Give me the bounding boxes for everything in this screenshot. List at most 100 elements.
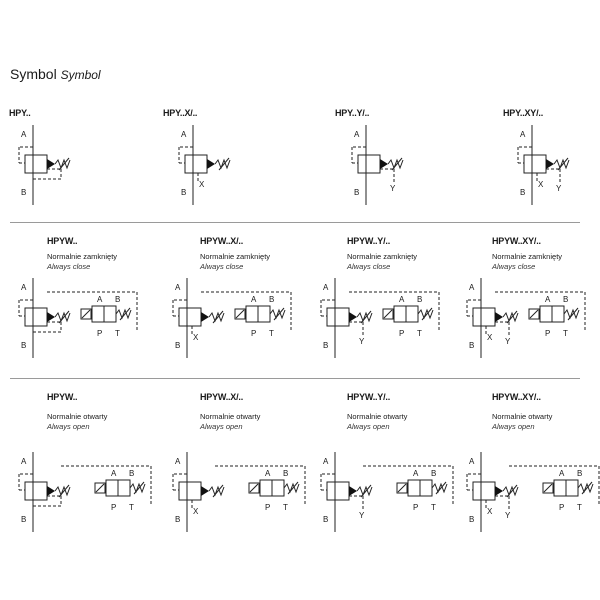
r1-4-label-b: B bbox=[520, 188, 525, 197]
r2-1-body-box bbox=[24, 307, 48, 327]
r3-sol-1-label-p: P bbox=[111, 503, 116, 512]
r3-2-label-x: X bbox=[193, 507, 199, 516]
r3-sol-3-label-b: B bbox=[431, 469, 436, 478]
r3-3-body-box bbox=[326, 481, 350, 501]
r3-1-poppet-icon bbox=[47, 486, 55, 496]
r2-sol-3-label-b: B bbox=[417, 295, 422, 304]
code-r2-3: HPYW..Y/.. bbox=[347, 236, 391, 246]
r3-1-label-b: B bbox=[21, 515, 26, 524]
adjust-arrow-icon bbox=[212, 484, 224, 498]
r2-sol-4-return-spring-icon bbox=[563, 308, 580, 320]
r1-3-body-box bbox=[357, 154, 381, 174]
r1-2-body-box bbox=[184, 154, 208, 174]
r3-sol-4-label-a: A bbox=[559, 469, 565, 478]
adjust-arrow-icon bbox=[421, 307, 433, 321]
r1-2-label-a: A bbox=[181, 130, 187, 139]
title-italic: Symbol bbox=[60, 68, 101, 82]
r2-sol-3-solenoid-slash bbox=[383, 309, 393, 319]
r2-sol-2-label-p: P bbox=[251, 329, 256, 338]
r2-4-spring-icon bbox=[502, 311, 519, 323]
r2-2-body-box bbox=[178, 307, 202, 327]
r2-3-body-box bbox=[326, 307, 350, 327]
code-r1-4: HPY..XY/.. bbox=[503, 108, 544, 118]
r1-4-body-box bbox=[523, 154, 547, 174]
adjust-arrow-icon bbox=[212, 310, 224, 324]
r3-4-label-a: A bbox=[469, 457, 475, 466]
r3-2-poppet-icon bbox=[201, 486, 209, 496]
adjust-arrow-icon bbox=[133, 481, 145, 495]
adjust-arrow-icon bbox=[391, 157, 403, 171]
r2-1-label-b: B bbox=[21, 341, 26, 350]
r2-sol-2-label-t: T bbox=[269, 329, 274, 338]
section-title: Symbol Symbol bbox=[10, 66, 101, 82]
r3-sol-2-label-t: T bbox=[283, 503, 288, 512]
adjust-arrow-icon bbox=[287, 481, 299, 495]
r3-sol-4-label-p: P bbox=[559, 503, 564, 512]
r3-sol-1-label-b: B bbox=[129, 469, 134, 478]
r2-2-label-b: B bbox=[175, 341, 180, 350]
r3-2-body-box bbox=[178, 481, 202, 501]
r3-3-label-b: B bbox=[323, 515, 328, 524]
r2-4-label-x: X bbox=[487, 333, 493, 342]
adjust-arrow-icon bbox=[557, 157, 569, 171]
code-r1-3: HPY..Y/.. bbox=[335, 108, 370, 118]
r3-sol-3-solenoid-slash bbox=[397, 483, 407, 493]
r2-sol-4-label-t: T bbox=[563, 329, 568, 338]
r1-4-label-x: X bbox=[538, 180, 544, 189]
adjust-arrow-icon bbox=[360, 484, 372, 498]
title-main: Symbol bbox=[10, 66, 57, 82]
r1-1-label-b: B bbox=[21, 188, 26, 197]
adjust-arrow-icon bbox=[581, 481, 593, 495]
r1-3-spring-icon bbox=[387, 158, 404, 170]
r1-4-label-a: A bbox=[520, 130, 526, 139]
adjust-arrow-icon bbox=[58, 310, 70, 324]
r2-sol-1-solenoid-slash bbox=[81, 309, 91, 319]
r2-sol-4-label-a: A bbox=[545, 295, 551, 304]
r3-sol-1-label-t: T bbox=[129, 503, 134, 512]
r3-4-spring-icon bbox=[502, 485, 519, 497]
adjust-arrow-icon bbox=[506, 310, 518, 324]
r2-sol-2-solenoid-slash bbox=[235, 309, 245, 319]
code-r3-3: HPYW..Y/.. bbox=[347, 392, 391, 402]
r2-sol-3-label-a: A bbox=[399, 295, 405, 304]
r3-sol-2-return-spring-icon bbox=[283, 482, 300, 494]
r3-sol-2-label-a: A bbox=[265, 469, 271, 478]
r3-sol-3-label-t: T bbox=[431, 503, 436, 512]
r3-sol-3-label-a: A bbox=[413, 469, 419, 478]
r2-4-label-y: Y bbox=[505, 337, 511, 346]
code-r3-2: HPYW..X/.. bbox=[200, 392, 244, 402]
r2-sol-2-label-a: A bbox=[251, 295, 257, 304]
separator-1 bbox=[10, 222, 580, 223]
r2-sol-1-label-p: P bbox=[97, 329, 102, 338]
r3-sol-2-solenoid-slash bbox=[249, 483, 259, 493]
adjust-arrow-icon bbox=[58, 484, 70, 498]
adjust-arrow-icon bbox=[567, 307, 579, 321]
r1-2-label-b: B bbox=[181, 188, 186, 197]
r2-1-poppet-icon bbox=[47, 312, 55, 322]
r1-4-spring-icon bbox=[553, 158, 570, 170]
r2-sol-2-label-b: B bbox=[269, 295, 274, 304]
r3-sol-4-label-t: T bbox=[577, 503, 582, 512]
adjust-arrow-icon bbox=[218, 157, 230, 171]
adjust-arrow-icon bbox=[435, 481, 447, 495]
r1-3-label-a: A bbox=[354, 130, 360, 139]
r2-sol-2-return-spring-icon bbox=[269, 308, 286, 320]
r2-sol-1-return-spring-icon bbox=[115, 308, 132, 320]
r3-4-poppet-icon bbox=[495, 486, 503, 496]
r3-2-label-b: B bbox=[175, 515, 180, 524]
code-r2-1: HPYW.. bbox=[47, 236, 78, 246]
r3-4-label-b: B bbox=[469, 515, 474, 524]
r3-4-body-box bbox=[472, 481, 496, 501]
r2-3-spring-icon bbox=[356, 311, 373, 323]
r3-4-label-x: X bbox=[487, 507, 493, 516]
r2-sol-1-label-b: B bbox=[115, 295, 120, 304]
adjust-arrow-icon bbox=[273, 307, 285, 321]
r1-3-label-y: Y bbox=[390, 184, 396, 193]
adjust-arrow-icon bbox=[58, 157, 70, 171]
